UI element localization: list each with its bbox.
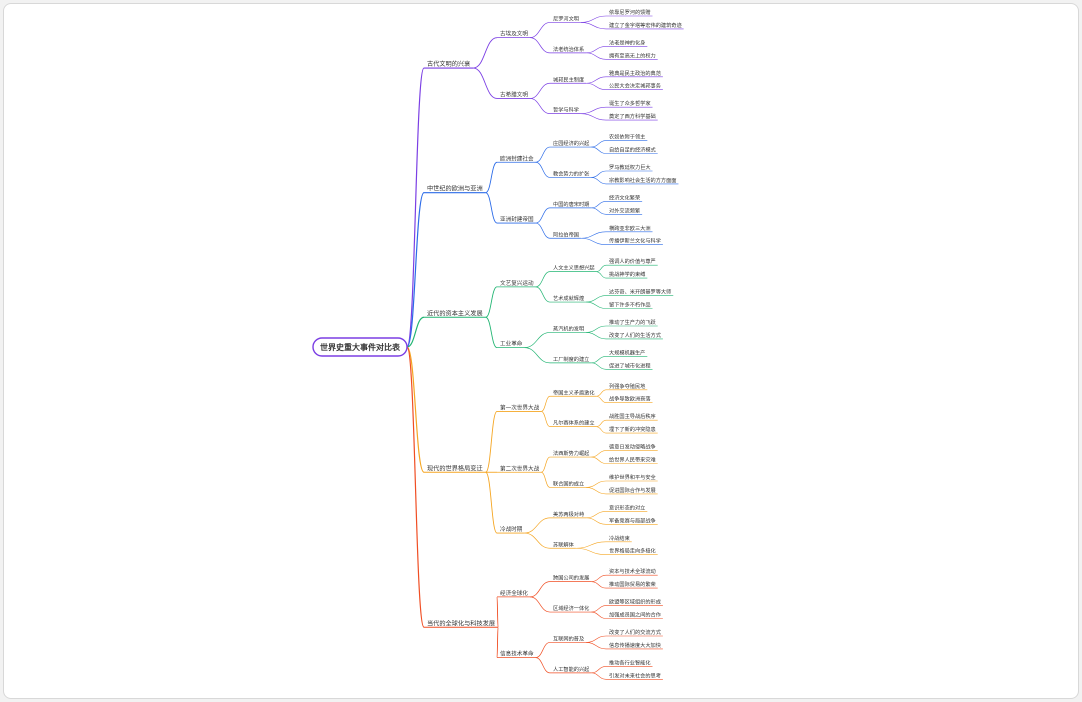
subtopic-label: 法老统治体系 [553, 45, 584, 53]
subtopic-label: 区域经济一体化 [553, 604, 589, 612]
leaf-label: 德意日发动侵略战争 [609, 443, 656, 451]
subtopic-label: 工厂制度的建立 [553, 355, 589, 363]
leaf-label: 强调人的价值与尊严 [609, 257, 656, 265]
leaf-label: 维护世界和平与安全 [609, 473, 657, 481]
leaf-label: 罗马教廷权力巨大 [609, 163, 651, 171]
subtopic-label: 凡尔赛体系的建立 [553, 419, 595, 427]
subtopic-label: 阿拉伯帝国 [553, 230, 579, 238]
leaf-label: 横跨亚非欧三大洲 [609, 224, 651, 232]
leaf-label: 挑战神学的束缚 [609, 270, 645, 278]
branch-label: 近代的资本主义发展 [427, 309, 483, 317]
leaf-label: 信息传播速度大大加快 [609, 641, 662, 649]
leaf-label: 引发对未来社会的思考 [609, 671, 661, 679]
subtopic-label: 尼罗河文明 [553, 14, 579, 22]
leaf-label: 加强成员国之间的合作 [609, 611, 661, 619]
leaf-label: 冷战结束 [609, 534, 630, 542]
topic-label: 第二次世界大战 [500, 464, 540, 472]
leaf-label: 推动各行业智能化 [609, 658, 651, 666]
leaf-label: 给世界人民带来灾难 [609, 456, 656, 464]
leaf-label: 促进了城市化进程 [609, 361, 651, 369]
leaf-label: 大规模机器生产 [609, 348, 645, 356]
topic-label: 冷战时期 [500, 525, 523, 533]
leaf-label: 宗教影响社会生活的方方面面 [609, 176, 676, 184]
subtopic-label: 人工智能的兴起 [553, 665, 590, 673]
leaf-label: 列强争夺殖民地 [609, 382, 645, 390]
leaf-label: 雅典是民主政治的典范 [609, 69, 661, 77]
leaf-label: 欧盟等区域组织的形成 [609, 598, 661, 606]
leaf-label: 战争导致欧洲衰落 [609, 395, 651, 403]
leaf-label: 改变了人们的生活方式 [609, 331, 662, 339]
leaf-label: 意识形态的对立 [609, 503, 645, 511]
connector-lines [406, 15, 684, 680]
leaf-label: 资本与技术全球流动 [609, 567, 656, 575]
leaf-label: 农奴依附于领主 [609, 133, 645, 141]
branch-label: 当代的全球化与科技发展 [427, 619, 495, 627]
leaf-label: 自给自足的经济模式 [609, 146, 657, 154]
leaf-label: 推动了生产力的飞跃 [609, 318, 657, 326]
leaf-label: 传播伊斯兰文化与科学 [609, 237, 661, 245]
topic-label: 古埃及文明 [500, 30, 528, 38]
subtopic-label: 人文主义思想兴起 [553, 264, 595, 272]
subtopic-label: 艺术成就辉煌 [553, 294, 584, 302]
leaf-label: 埋下了新的冲突隐患 [609, 425, 656, 433]
branch-label: 古代文明的兴衰 [427, 60, 470, 68]
branch-label: 中世纪的欧洲与亚洲 [427, 185, 483, 193]
topic-label: 信息技术革命 [500, 650, 534, 658]
topic-label: 亚洲封建帝国 [500, 215, 534, 223]
leaf-label: 依靠尼罗河的馈赠 [609, 8, 651, 16]
leaf-label: 公民大会决定城邦事务 [609, 82, 661, 90]
root-title: 世界史重大事件对比表 [320, 342, 401, 352]
subtopic-label: 庄园经济的兴起 [553, 139, 590, 147]
leaf-label: 达芬奇、米开朗基罗等大师 [609, 288, 671, 296]
topic-label: 古希腊文明 [500, 90, 528, 98]
subtopic-label: 联合国的成立 [553, 479, 584, 487]
leaf-label: 经济文化繁荣 [609, 193, 640, 201]
leaf-label: 世界格局走向多极化 [609, 547, 656, 555]
leaf-label: 诞生了众多哲学家 [609, 99, 651, 107]
subtopic-label: 苏联解体 [553, 540, 575, 548]
root-node[interactable]: 世界史重大事件对比表 [312, 337, 408, 357]
leaf-label: 对外交流频繁 [609, 206, 640, 214]
leaf-label: 法老是神的化身 [609, 38, 645, 46]
leaf-label: 促进国际合作与发展 [609, 486, 656, 494]
leaf-label: 军备竞赛与局部战争 [609, 516, 656, 524]
subtopic-label: 教会势力的扩张 [553, 169, 590, 177]
root-box [312, 337, 408, 357]
subtopic-label: 美苏两极对峙 [553, 510, 584, 518]
branch-label: 现代的世界格局变迁 [427, 464, 483, 472]
subtopic-label: 哲学与科学 [553, 106, 579, 114]
leaf-label: 拥有至高无上的权力 [609, 51, 656, 59]
topic-label: 工业革命 [500, 340, 523, 348]
topic-label: 第一次世界大战 [500, 403, 540, 411]
subtopic-label: 城邦民主制度 [553, 75, 584, 83]
leaf-label: 建立了金字塔等宏伟的建筑奇迹 [609, 21, 682, 29]
subtopic-label: 互联网的普及 [553, 634, 584, 642]
subtopic-label: 中国的唐宋时期 [553, 200, 589, 208]
topic-label: 经济全球化 [500, 589, 528, 597]
mindmap-nodes: 世界史重大事件对比表 古代文明的兴衰 古埃及文明 尼罗河文明 依靠尼罗河的馈赠建立了金字… [312, 8, 682, 679]
subtopic-label: 帝国主义矛盾激化 [553, 388, 595, 396]
leaf-label: 留下许多不朽作品 [609, 301, 651, 309]
subtopic-label: 蒸汽机的发明 [553, 324, 584, 332]
leaf-label: 奠定了西方科学基础 [609, 112, 656, 120]
topic-label: 文艺复兴运动 [500, 279, 534, 287]
subtopic-label: 法西斯势力崛起 [553, 449, 590, 457]
topic-label: 欧洲封建社会 [500, 154, 534, 162]
mindmap: 世界史重大事件对比表 古代文明的兴衰 古埃及文明 尼罗河文明 依靠尼罗河的馈赠建立了金字… [312, 8, 684, 680]
leaf-label: 改变了人们的交流方式 [609, 628, 662, 636]
leaf-label: 推动国际贸易的繁荣 [609, 580, 656, 588]
leaf-label: 战胜国主导战后秩序 [609, 412, 656, 420]
canvas: 世界史重大事件对比表 古代文明的兴衰 古埃及文明 尼罗河文明 依靠尼罗河的馈赠建立了金字… [3, 3, 1079, 699]
subtopic-label: 跨国公司的发展 [553, 574, 589, 582]
